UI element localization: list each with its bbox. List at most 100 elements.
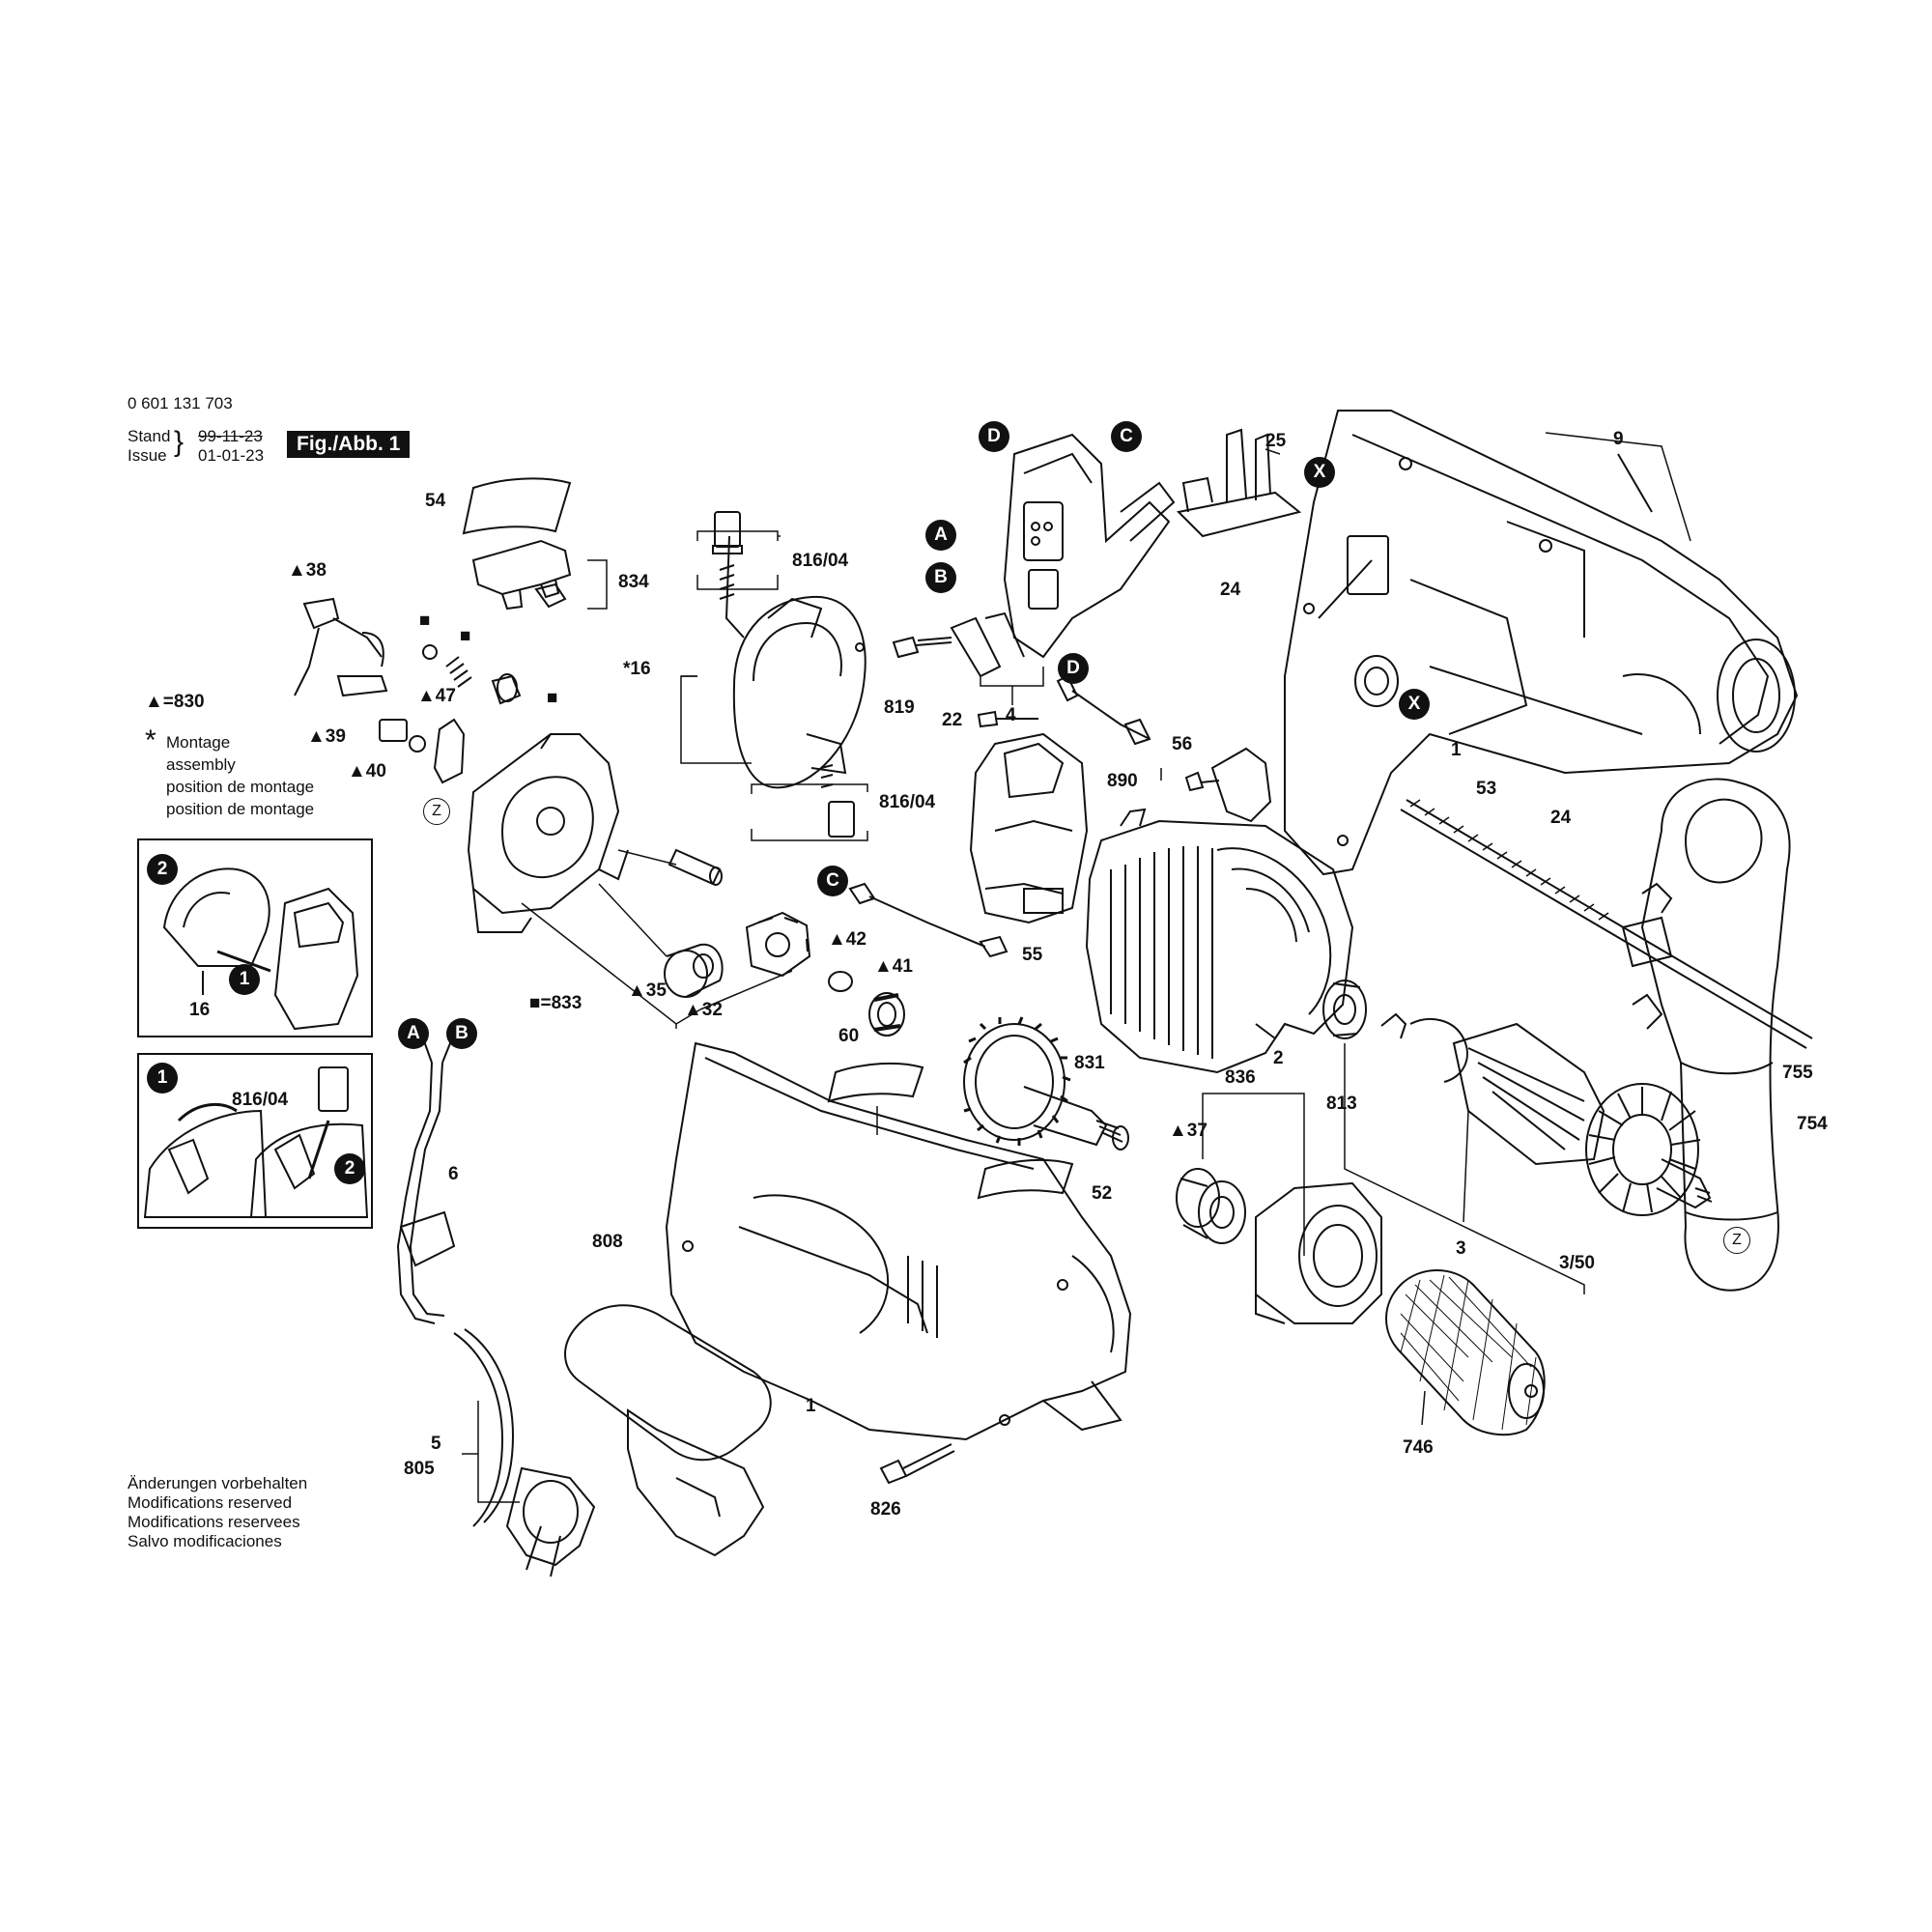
switch-assembly — [950, 433, 1176, 678]
part-label-25: 25 — [1265, 431, 1287, 451]
inset2-step-2-badge: 2 — [334, 1153, 365, 1184]
part-label-755: 755 — [1782, 1063, 1813, 1083]
part-label-1-right: 1 — [1451, 740, 1462, 760]
part-label-60: 60 — [838, 1026, 860, 1046]
inset-brush-insertion — [137, 1053, 373, 1229]
part-47 — [433, 718, 466, 784]
brush-holder-frame — [969, 732, 1089, 924]
part-label-805: 805 — [404, 1459, 435, 1479]
bracket-816-mid — [751, 783, 868, 794]
z-marker-left: Z — [423, 798, 450, 825]
part-label-826: 826 — [870, 1499, 901, 1520]
bearing-813 — [1322, 980, 1367, 1039]
part-label-816-04-top: 816/04 — [792, 551, 849, 571]
inset-2-drawing — [143, 1066, 369, 1218]
part-label-5: 5 — [431, 1434, 441, 1454]
part-label-9: 9 — [1613, 429, 1624, 449]
legend-star: * — [145, 724, 156, 756]
bracket-3-50 — [1344, 1043, 1585, 1294]
part-label-834: 834 — [618, 572, 649, 592]
part-label-53: 53 — [1476, 779, 1497, 799]
bracket-836 — [1202, 1093, 1305, 1256]
leader-4 — [980, 667, 1044, 687]
inset-1-drawing — [162, 867, 359, 1031]
part-label-square-3: ■ — [547, 688, 558, 708]
bearing-41 — [868, 992, 905, 1037]
footer-line-4: Salvo modificaciones — [128, 1532, 282, 1550]
auxiliary-handle-754 — [1621, 778, 1791, 1292]
part-label-37: ▲37 — [1169, 1121, 1208, 1141]
part-label-38: ▲38 — [288, 560, 327, 581]
carbon-brush-top — [712, 511, 745, 639]
part-label-42: ▲42 — [828, 929, 867, 950]
front-housing-half — [665, 1041, 1132, 1441]
part-label-754: 754 — [1797, 1114, 1828, 1134]
interference-capacitor-890 — [1184, 747, 1272, 823]
part-label-746: 746 — [1403, 1437, 1434, 1458]
connection-badge-B-switch: B — [925, 562, 956, 593]
legend-montage-1: Montage — [166, 733, 231, 752]
part-label-2: 2 — [1273, 1048, 1284, 1068]
legend-triangle-ref: ▲=830 — [145, 692, 205, 712]
handle-grip — [627, 1408, 765, 1557]
carbon-brush-bottom — [820, 764, 855, 838]
connection-badge-C-wire: C — [817, 866, 848, 896]
motor-field-2 — [1085, 808, 1354, 1074]
footer-line-3: Modifications reservees — [128, 1513, 300, 1531]
part-label-40: ▲40 — [348, 761, 386, 781]
z-marker-right: Z — [1723, 1227, 1750, 1254]
washer-42 — [828, 971, 853, 992]
legend-montage-2: assembly — [166, 755, 236, 774]
cam-ring-32 — [745, 911, 811, 978]
part-label-16-star: *16 — [623, 659, 651, 679]
part-label-813: 813 — [1326, 1094, 1357, 1114]
stand-brace: } — [174, 426, 185, 458]
connection-badge-D-top: D — [979, 421, 1009, 452]
part-label-819: 819 — [884, 697, 915, 718]
wire-56 — [1056, 674, 1151, 746]
part-40 — [409, 735, 426, 753]
issue-label: Issue — [128, 446, 167, 465]
handle-cover-808 — [564, 1304, 772, 1462]
connection-badge-X-housing: X — [1399, 689, 1430, 720]
inset1-part-16: 16 — [189, 1000, 211, 1020]
armature-3 — [1380, 1012, 1713, 1216]
screw-819 — [892, 636, 952, 659]
part-label-52: 52 — [1092, 1183, 1113, 1204]
keyless-chuck-746 — [1385, 1269, 1546, 1436]
leader-9 — [1617, 453, 1653, 513]
connection-badge-B-cord: B — [446, 1018, 477, 1049]
wire-55 — [848, 882, 1009, 958]
bearing-sleeve-35 — [664, 943, 724, 998]
connection-badge-A-cord: A — [398, 1018, 429, 1049]
screw-826 — [879, 1443, 955, 1485]
part-label-4: 4 — [1006, 705, 1016, 725]
footer-line-1: Änderungen vorbehalten — [128, 1474, 308, 1492]
spring-and-pins — [422, 644, 522, 705]
inset-brush-holder-montage — [137, 838, 373, 1037]
brush-holder-ring — [732, 595, 867, 789]
lever-38 — [294, 597, 388, 697]
part-label-816-04-mid: 816/04 — [879, 792, 936, 812]
part-label-54: 54 — [425, 491, 446, 511]
part-label-836: 836 — [1225, 1067, 1256, 1088]
part-label-808: 808 — [592, 1232, 623, 1252]
gear-shaft-831 — [963, 1016, 1129, 1151]
bracket-816-top — [696, 530, 779, 541]
rear-housing-half — [1284, 410, 1799, 876]
part-label-890: 890 — [1107, 771, 1138, 791]
part-label-3-50: 3/50 — [1559, 1253, 1595, 1273]
part-label-39: ▲39 — [307, 726, 346, 747]
lock-piece-25 — [1176, 428, 1302, 538]
shaft-pin — [668, 848, 723, 886]
figure-label: Fig./Abb. 1 — [287, 431, 411, 458]
part-label-square-1: ■ — [419, 611, 431, 631]
cap-834 — [471, 539, 572, 611]
part-label-32: ▲32 — [684, 1000, 723, 1020]
part-label-24-bottom: 24 — [1550, 808, 1572, 828]
label-54 — [462, 477, 572, 535]
legend-montage-3: position de montage — [166, 778, 315, 796]
connection-badge-A-switch: A — [925, 520, 956, 551]
part-label-22: 22 — [942, 710, 963, 730]
